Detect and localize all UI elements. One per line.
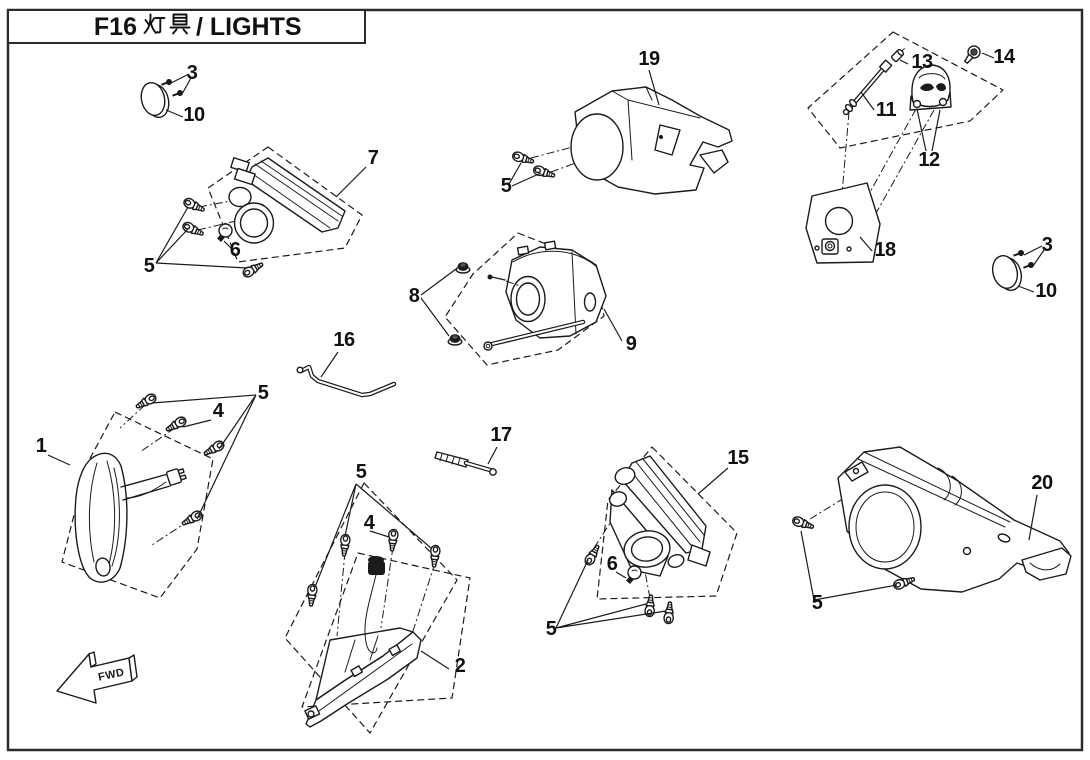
part-label-17: 17	[490, 424, 512, 446]
assembly-headlight-7: 7 5 6	[144, 146, 379, 280]
part-label-5: 5	[546, 618, 557, 640]
assembly-headlight-19: 19 5	[501, 48, 733, 197]
assembly-reflector-left: 3 10	[140, 62, 205, 126]
lens	[570, 113, 624, 181]
assembly-headlight-20: 20 5	[790, 446, 1072, 614]
part-label-3: 3	[1042, 234, 1053, 256]
title-prefix: F16	[94, 13, 137, 41]
part-label-4: 4	[364, 512, 376, 534]
part-label-7: 7	[368, 147, 379, 169]
part-label-2: 2	[455, 655, 466, 677]
reflector-lens	[140, 81, 166, 117]
part-label-19: 19	[638, 48, 660, 70]
title-suffix: / LIGHTS	[196, 13, 302, 41]
part-label-10: 10	[183, 104, 205, 126]
fwd-marker: FWD	[56, 651, 138, 704]
part-label-20: 20	[1031, 472, 1053, 494]
part-label-5: 5	[356, 461, 367, 483]
part-label-10: 10	[1035, 280, 1057, 302]
assembly-headlight-9: 8 9	[409, 232, 637, 366]
assembly-license-lamp: 13 14 11 12 18	[805, 31, 1016, 264]
harness-plug	[368, 561, 385, 575]
lens	[848, 484, 922, 570]
part-label-5: 5	[812, 592, 823, 614]
part-label-6: 6	[230, 239, 241, 261]
part-label-14: 14	[993, 46, 1016, 68]
part-label-5: 5	[258, 382, 269, 404]
boundary-dashed	[207, 146, 363, 263]
assembly-reflector-right: 3 10	[991, 234, 1057, 302]
fwd-label: FWD	[97, 666, 125, 683]
part-label-8: 8	[409, 285, 420, 307]
part-label-12: 12	[918, 149, 940, 171]
lamp-body	[74, 452, 128, 583]
bulb-socket-13	[890, 48, 905, 63]
part-label-4: 4	[213, 400, 225, 422]
boundary-dashed	[807, 31, 1004, 149]
part-label-6: 6	[607, 553, 618, 575]
harness-plug	[165, 468, 187, 486]
title-cjk-glyphs	[143, 13, 191, 35]
reflector-lens	[991, 255, 1019, 289]
part-label-16: 16	[333, 329, 355, 351]
assembly-taillight-2: 5 4 2	[284, 461, 471, 734]
part-label-1: 1	[36, 435, 47, 457]
part-label-11: 11	[876, 99, 897, 121]
assembly-headlight-15: 15 6 5	[546, 446, 749, 640]
part-label-9: 9	[626, 333, 637, 355]
part-label-5: 5	[144, 255, 155, 277]
rod-coupler	[878, 59, 893, 73]
part-rod-17: 17	[434, 424, 512, 476]
boundary-dashed	[301, 552, 471, 708]
part-label-3: 3	[187, 62, 198, 84]
part-label-15: 15	[727, 447, 749, 469]
mount-bracket	[1021, 547, 1072, 581]
part-label-13: 13	[911, 51, 933, 73]
part-rod-16: 16	[296, 329, 397, 398]
part-label-5: 5	[501, 175, 512, 197]
assembly-taillight-1: 1 5 4	[36, 382, 269, 599]
title-box: F16 / LIGHTS	[7, 9, 366, 44]
boundary-dashed	[596, 446, 738, 600]
part-label-18: 18	[874, 239, 896, 261]
lamp-cylinder	[228, 186, 252, 208]
